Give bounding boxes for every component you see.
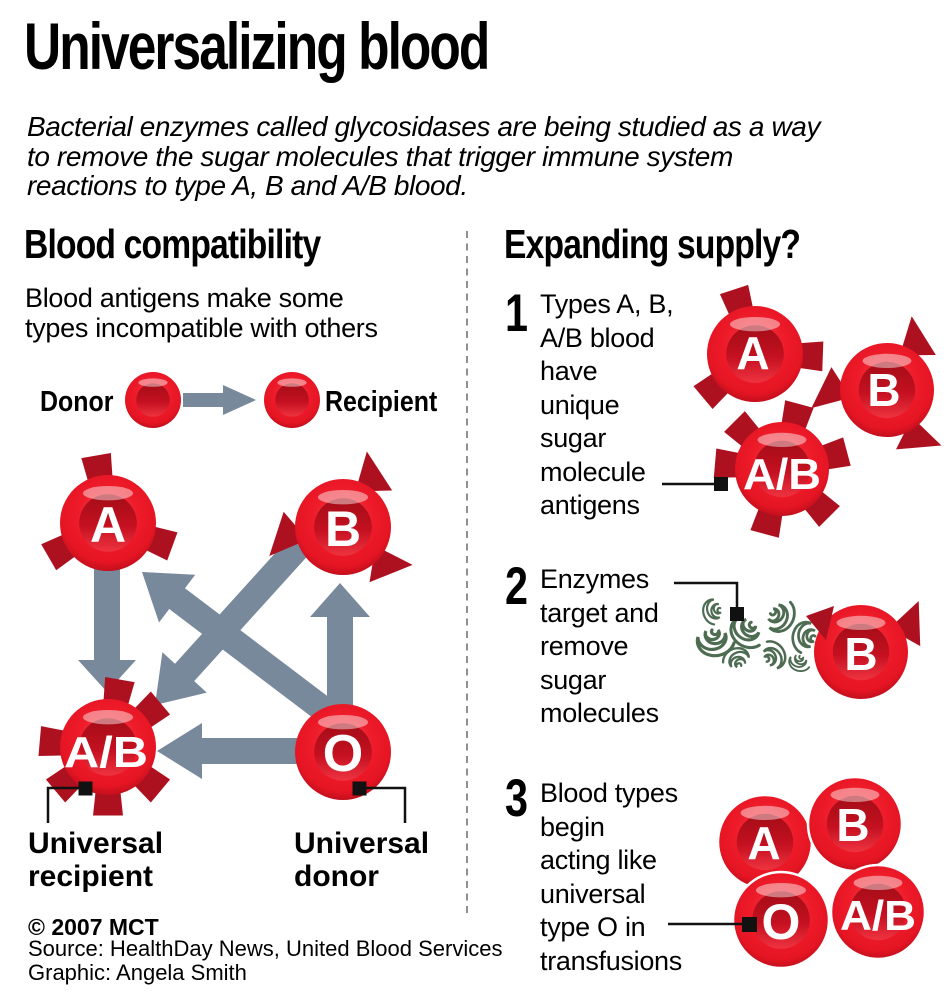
universal-recipient-label: Universal recipient (28, 827, 163, 893)
step3-label-b: B (836, 799, 869, 851)
step1-label-a: A (736, 327, 769, 379)
donor-label: Donor (40, 386, 125, 419)
legend-recipient-cell (264, 372, 320, 428)
universal-donor-text: Universal donor (294, 827, 430, 893)
blood-cell-ab: A/B (38, 676, 171, 816)
step-1-number: 1 (505, 287, 534, 340)
step-1-number-text: 1 (505, 284, 528, 343)
source-credit-lines: Source: HealthDay News, United Blood Ser… (28, 936, 503, 985)
universal-recipient-connector-dot (78, 781, 93, 796)
universal-donor-label: Universal donor (294, 827, 429, 893)
removed-antigen-fragment (806, 606, 834, 640)
step1-cell-a: A (693, 284, 824, 409)
step1-label-ab: A/B (743, 450, 821, 499)
legend-donor-cell (125, 372, 181, 428)
step3-cell-b: B (806, 775, 904, 873)
step2-cell-b: B (814, 601, 937, 699)
step2-connector (674, 581, 739, 610)
step-2-number-text: 2 (505, 557, 528, 616)
cell-label-a: A (90, 497, 126, 553)
step-3-text: Blood types begin acting like universal … (540, 778, 682, 976)
arrow-a-to-ab-icon (78, 555, 136, 692)
page-title: Universalizing blood (24, 13, 619, 79)
section-heading-expanding-supply: Expanding supply? (504, 224, 865, 265)
copyright-line: © 2007 MCT (28, 914, 159, 940)
step-2-text: Enzymes target and remove sugar molecule… (540, 564, 659, 728)
step-2-number: 2 (505, 560, 534, 613)
universal-recipient-text: Universal recipient (28, 827, 164, 893)
legend-arrow-icon (183, 385, 256, 415)
page-title-text: Universalizing blood (24, 9, 490, 83)
step3-label-o: O (762, 894, 801, 950)
universal-donor-connector (360, 786, 407, 823)
step1-label-b: B (867, 364, 900, 416)
blood-cell-o: O (295, 704, 391, 800)
enzymes-icon (695, 595, 819, 676)
donor-label-text: Donor (40, 386, 114, 418)
section-heading-blood-compatibility-text: Blood compatibility (24, 221, 321, 267)
step-1-text: Types A, B, A/B blood have unique sugar … (540, 289, 674, 520)
step3-label-ab: A/B (840, 892, 916, 939)
step-3-number: 3 (505, 772, 534, 825)
step3-cell-o: O (731, 870, 831, 970)
blood-cell-b: B (265, 451, 413, 596)
step-3-number-text: 3 (505, 769, 528, 828)
compatibility-subtitle: Blood antigens make some types incompati… (25, 283, 378, 343)
step3-cell-a: A (716, 793, 814, 891)
compatibility-arrows (78, 536, 370, 779)
step3-connector-dot (742, 917, 757, 932)
cell-label-ab: A/B (64, 728, 148, 777)
step3-cell-ab: A/B (829, 863, 927, 961)
step1-cell-b: B (811, 316, 947, 466)
step2-label-b: B (844, 628, 877, 680)
step2-connector-dot (730, 607, 744, 621)
step3-label-a: A (747, 817, 780, 869)
step1-connector-dot (714, 477, 728, 491)
cell-label-o: O (323, 725, 363, 783)
recipient-label-text: Recipient (325, 386, 438, 418)
section-heading-blood-compatibility: Blood compatibility (24, 224, 385, 265)
universal-donor-connector-dot (352, 781, 367, 796)
recipient-label: Recipient (325, 386, 456, 419)
cell-label-b: B (325, 501, 361, 557)
arrow-o-to-b-icon (310, 583, 370, 720)
arrow-b-to-ab-icon (155, 536, 310, 705)
arrow-o-to-ab-icon (157, 723, 355, 779)
step1-cell-ab: A/B (713, 400, 851, 538)
blood-cell-a: A (41, 452, 178, 571)
intro-text: Bacterial enzymes called glycosidases ar… (27, 111, 821, 201)
section-heading-expanding-supply-text: Expanding supply? (504, 221, 801, 267)
universal-recipient-connector (46, 786, 86, 823)
arrow-o-to-a-icon (142, 572, 348, 733)
